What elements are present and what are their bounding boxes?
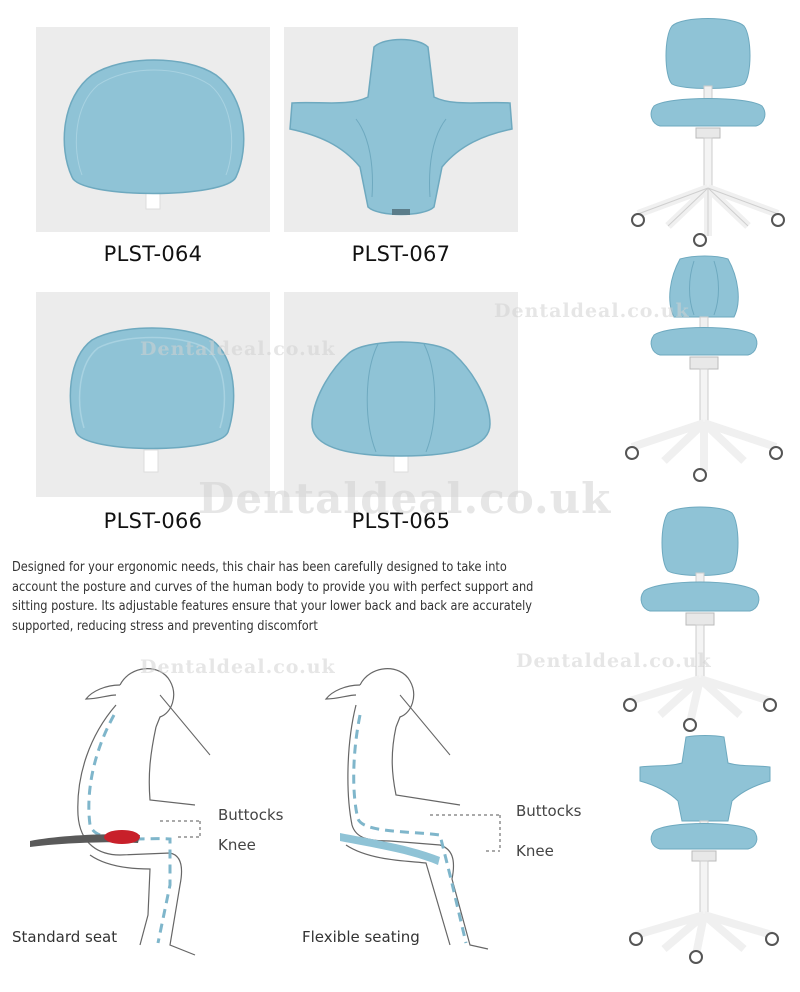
flexible-seating-caption: Flexible seating: [302, 928, 420, 946]
product-code-plst-067: PLST-067: [351, 242, 451, 266]
backrest-plst-066-image: [69, 327, 235, 473]
product-code-plst-065: PLST-065: [351, 509, 451, 533]
chair-image-1: [631, 18, 785, 247]
standard-knee-label: Knee: [218, 836, 256, 854]
watermark: Dentaldeal.co.uk: [198, 474, 612, 523]
chair-image-3: [623, 506, 777, 732]
flexible-buttocks-label: Buttocks: [516, 802, 582, 820]
flexible-knee-label: Knee: [516, 842, 554, 860]
product-panel-plst-065: [284, 292, 518, 497]
chair-image-4: [629, 735, 779, 964]
product-description: Designed for your ergonomic needs, this …: [12, 560, 534, 634]
standard-buttocks-label: Buttocks: [218, 806, 284, 824]
watermark: Dentaldeal.co.uk: [494, 300, 690, 322]
product-code-plst-066: PLST-066: [103, 509, 203, 533]
watermark: Dentaldeal.co.uk: [140, 338, 336, 360]
watermark: Dentaldeal.co.uk: [140, 656, 336, 678]
backrest-plst-065-image: [311, 341, 491, 473]
watermark: Dentaldeal.co.uk: [516, 650, 712, 672]
flexible-seating-posture-illustration: [324, 668, 501, 950]
standard-seat-caption: Standard seat: [12, 928, 118, 946]
backrest-plst-067-image: [289, 38, 513, 216]
product-panel-plst-066: [36, 292, 270, 497]
product-panel-plst-064: [36, 27, 270, 232]
product-panel-plst-067: [284, 27, 518, 232]
standard-seat-posture-illustration: [30, 668, 211, 956]
chair-image-2: [625, 255, 783, 482]
backrest-plst-064-image: [63, 59, 245, 210]
product-code-plst-064: PLST-064: [103, 242, 203, 266]
